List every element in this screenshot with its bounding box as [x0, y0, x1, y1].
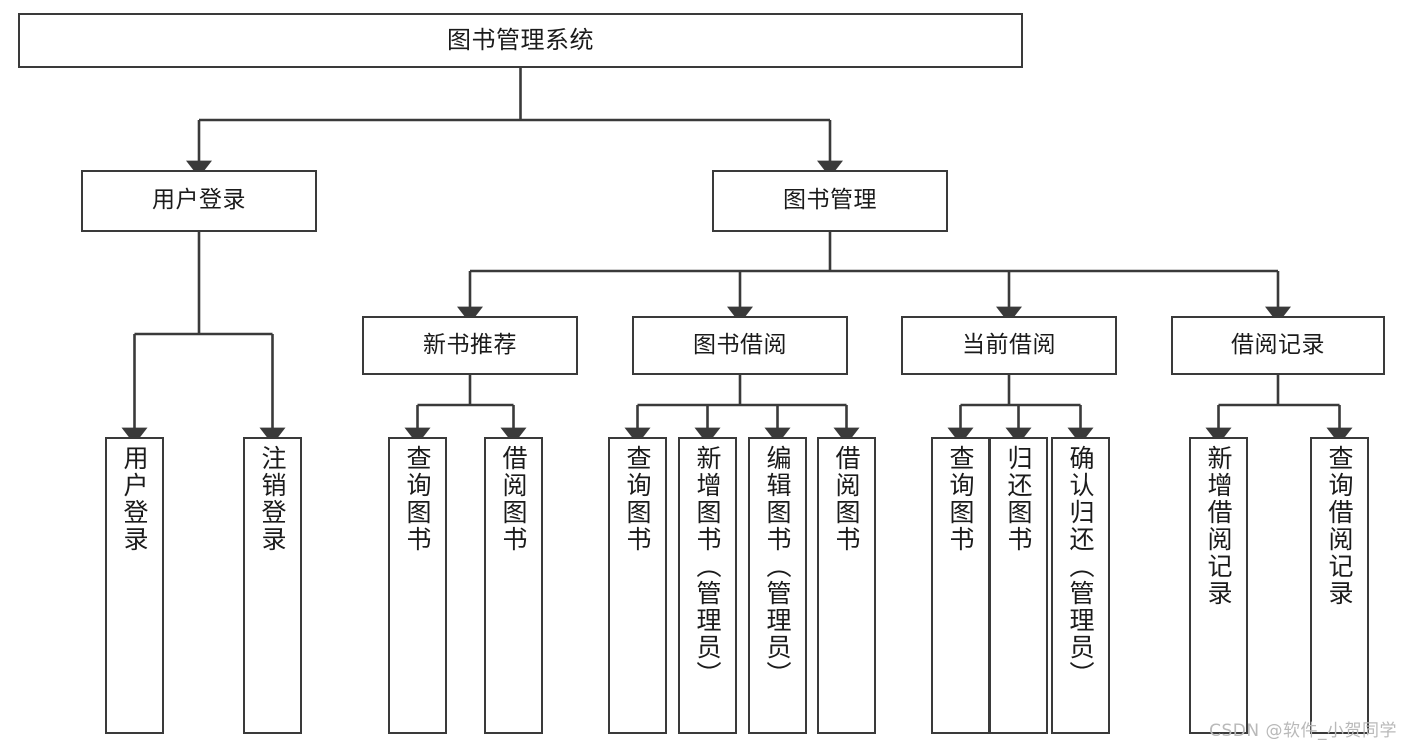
leaf-query-book-current[interactable]: 查询图书 — [931, 437, 990, 734]
leaf-query-book-recommend[interactable]: 查询图书 — [388, 437, 447, 734]
node-current-borrow[interactable]: 当前借阅 — [901, 316, 1117, 375]
leaf-edit-book-admin[interactable]: 编辑图书（管理员） — [748, 437, 807, 734]
node-user-login-label: 用户登录 — [152, 187, 246, 214]
leaf-confirm-return-admin-label: 确认归还（管理员） — [1066, 445, 1095, 688]
leaf-user-logout-label: 注销登录 — [258, 445, 287, 553]
leaf-borrow-book-borrow[interactable]: 借阅图书 — [817, 437, 876, 734]
leaf-borrow-book-borrow-label: 借阅图书 — [832, 445, 861, 553]
leaf-add-book-admin[interactable]: 新增图书（管理员） — [678, 437, 737, 734]
node-book-management-label: 图书管理 — [783, 187, 877, 214]
leaf-add-borrow-record-label: 新增借阅记录 — [1204, 445, 1233, 607]
leaf-query-book-current-label: 查询图书 — [946, 445, 975, 553]
leaf-borrow-book-recommend-label: 借阅图书 — [499, 445, 528, 553]
leaf-return-book[interactable]: 归还图书 — [989, 437, 1048, 734]
leaf-user-login[interactable]: 用户登录 — [105, 437, 164, 734]
leaf-user-logout[interactable]: 注销登录 — [243, 437, 302, 734]
leaf-add-book-admin-label: 新增图书（管理员） — [693, 445, 722, 688]
node-current-borrow-label: 当前借阅 — [962, 331, 1056, 358]
leaf-query-book-borrow-label: 查询图书 — [623, 445, 652, 553]
leaf-edit-book-admin-label: 编辑图书（管理员） — [763, 445, 792, 688]
node-root-label: 图书管理系统 — [447, 26, 594, 55]
node-borrow-record-label: 借阅记录 — [1231, 331, 1325, 358]
node-user-login[interactable]: 用户登录 — [81, 170, 317, 232]
leaf-query-book-recommend-label: 查询图书 — [403, 445, 432, 553]
node-book-borrow-label: 图书借阅 — [693, 331, 787, 358]
leaf-query-borrow-record-label: 查询借阅记录 — [1325, 445, 1354, 607]
node-new-book-recommend[interactable]: 新书推荐 — [362, 316, 578, 375]
node-root[interactable]: 图书管理系统 — [18, 13, 1023, 68]
node-book-management[interactable]: 图书管理 — [712, 170, 948, 232]
leaf-query-borrow-record[interactable]: 查询借阅记录 — [1310, 437, 1369, 734]
node-book-borrow[interactable]: 图书借阅 — [632, 316, 848, 375]
leaf-query-book-borrow[interactable]: 查询图书 — [608, 437, 667, 734]
leaf-borrow-book-recommend[interactable]: 借阅图书 — [484, 437, 543, 734]
csdn-watermark: CSDN @软件_小贺同学 — [1209, 721, 1397, 741]
node-borrow-record[interactable]: 借阅记录 — [1171, 316, 1385, 375]
leaf-return-book-label: 归还图书 — [1004, 445, 1033, 553]
leaf-confirm-return-admin[interactable]: 确认归还（管理员） — [1051, 437, 1110, 734]
leaf-user-login-label: 用户登录 — [120, 445, 149, 553]
leaf-add-borrow-record[interactable]: 新增借阅记录 — [1189, 437, 1248, 734]
node-new-book-recommend-label: 新书推荐 — [423, 331, 517, 358]
